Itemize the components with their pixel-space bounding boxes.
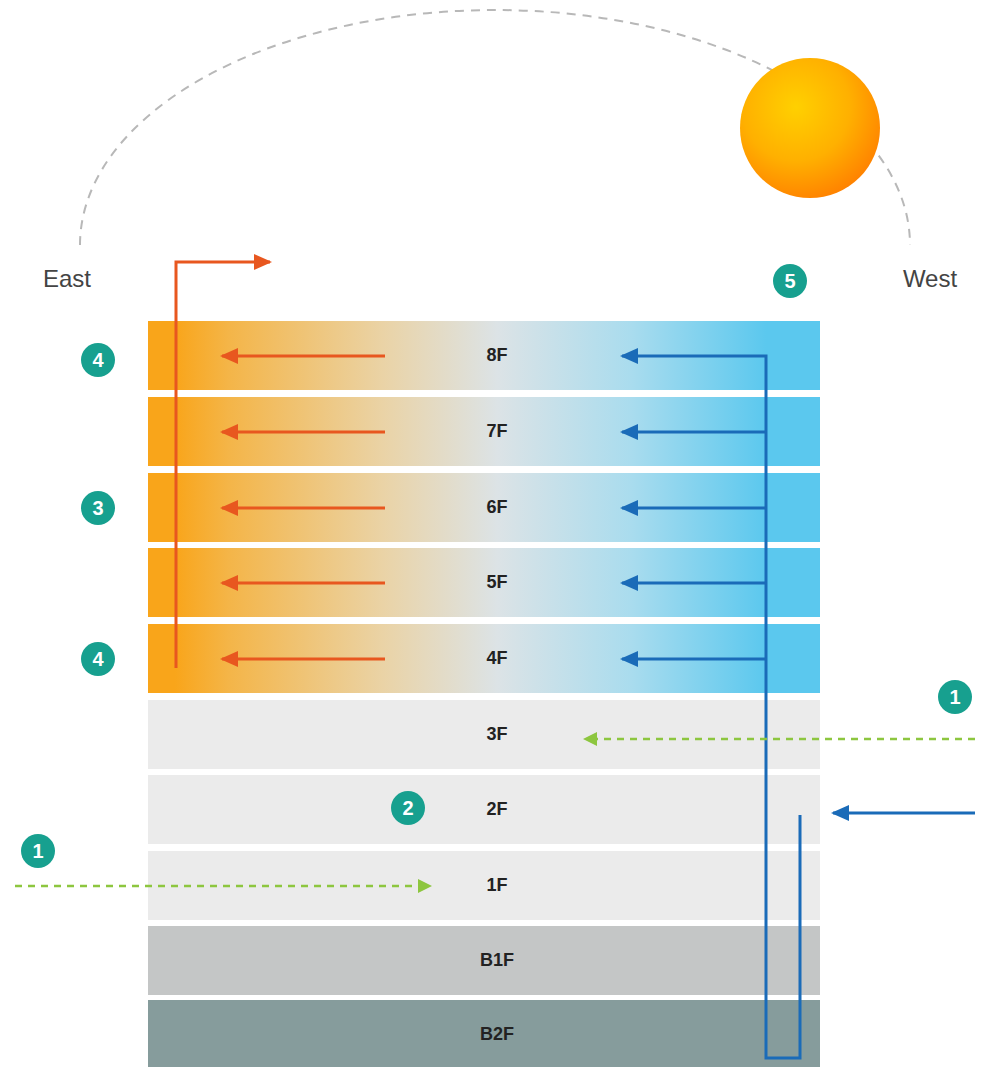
direction-label: East xyxy=(43,265,91,293)
floor-label: 2F xyxy=(486,799,507,820)
floor-label: 4F xyxy=(486,648,507,669)
floor-band: 1F xyxy=(148,851,820,920)
cool-air-arrows xyxy=(622,356,975,1058)
floor-band: B2F xyxy=(148,1000,820,1067)
callout-number: 1 xyxy=(938,680,972,714)
callout-number: 2 xyxy=(391,791,425,825)
natural-air-arrows xyxy=(15,739,975,886)
floor-label: 8F xyxy=(486,345,507,366)
floor-label: 3F xyxy=(486,724,507,745)
floor-band: B1F xyxy=(148,926,820,995)
callout-number: 4 xyxy=(81,343,115,377)
sun xyxy=(740,58,880,198)
warm-air-arrows xyxy=(176,262,385,668)
floor-label: B2F xyxy=(480,1024,514,1045)
floor-label: B1F xyxy=(480,950,514,971)
floor-label: 6F xyxy=(486,497,507,518)
callout-number: 4 xyxy=(81,642,115,676)
callout-number: 1 xyxy=(21,834,55,868)
floor-label: 5F xyxy=(486,572,507,593)
floor-band: 2F xyxy=(148,775,820,844)
sun-path xyxy=(80,10,910,245)
floor-label: 1F xyxy=(486,875,507,896)
floor-band: 3F xyxy=(148,700,820,769)
floor-label: 7F xyxy=(486,421,507,442)
direction-label: West xyxy=(903,265,957,293)
callout-number: 3 xyxy=(81,491,115,525)
callout-number: 5 xyxy=(773,264,807,298)
